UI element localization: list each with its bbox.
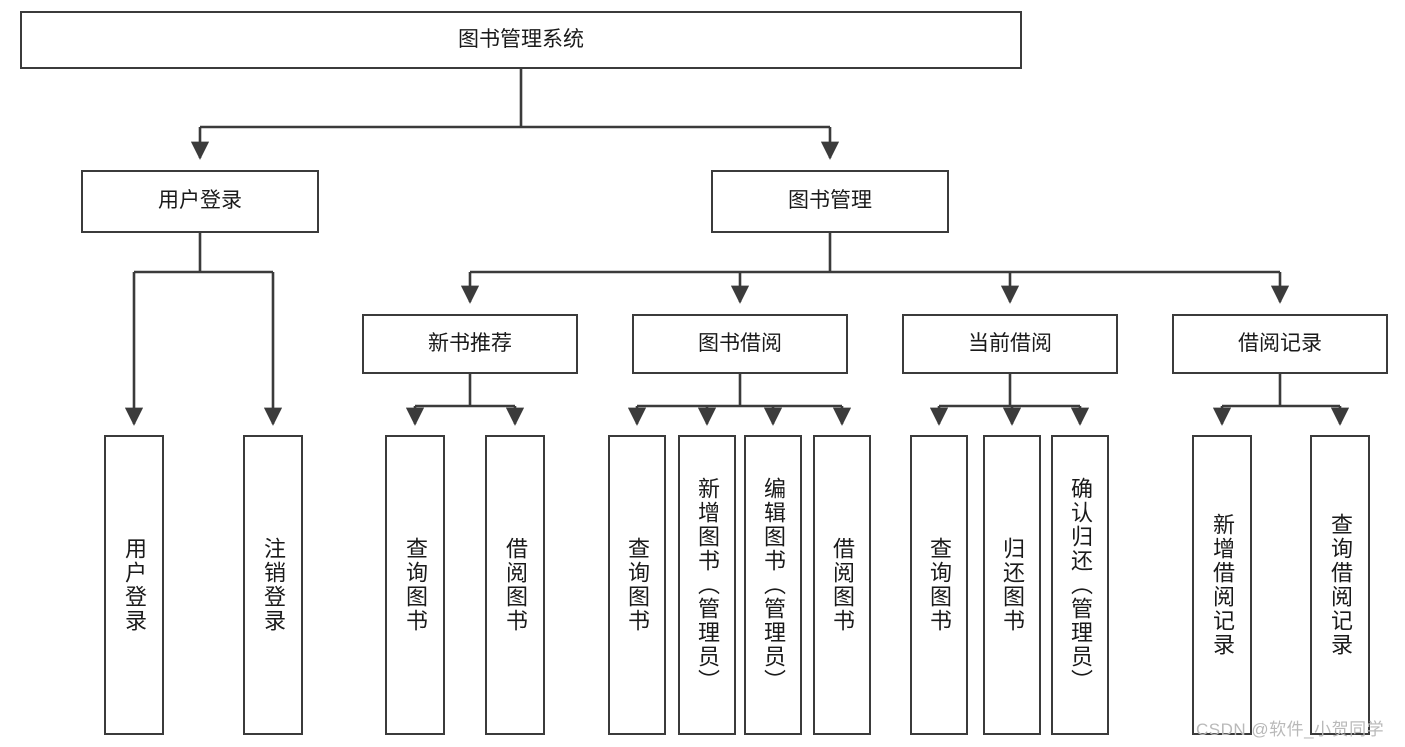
- node-book-manage[interactable]: 图书管理: [711, 170, 949, 233]
- node-label: 查询借阅记录: [1327, 513, 1353, 657]
- leaf-user-login[interactable]: 用户登录: [104, 435, 164, 735]
- node-label: 新书推荐: [428, 331, 512, 355]
- node-label: 借阅图书: [829, 537, 855, 633]
- node-label: 注销登录: [260, 537, 286, 633]
- leaf-add-borrow-record[interactable]: 新增借阅记录: [1192, 435, 1252, 735]
- node-label: 新增图书（管理员）: [694, 477, 720, 693]
- node-label: 用户登录: [158, 189, 242, 213]
- leaf-borrow-book-1[interactable]: 借阅图书: [485, 435, 545, 735]
- node-label: 新增借阅记录: [1209, 513, 1235, 657]
- node-book-borrow[interactable]: 图书借阅: [632, 314, 848, 374]
- leaf-query-book-3[interactable]: 查询图书: [910, 435, 968, 735]
- leaf-query-book-1[interactable]: 查询图书: [385, 435, 445, 735]
- leaf-query-book-2[interactable]: 查询图书: [608, 435, 666, 735]
- node-user-login[interactable]: 用户登录: [81, 170, 319, 233]
- node-label: 归还图书: [999, 537, 1025, 633]
- node-label: 当前借阅: [968, 331, 1052, 355]
- node-label: 编辑图书（管理员）: [760, 477, 786, 693]
- node-label: 图书借阅: [698, 331, 782, 355]
- leaf-edit-book-admin[interactable]: 编辑图书（管理员）: [744, 435, 802, 735]
- node-label: 借阅记录: [1238, 331, 1322, 355]
- leaf-logout-login[interactable]: 注销登录: [243, 435, 303, 735]
- leaf-confirm-return-admin[interactable]: 确认归还（管理员）: [1051, 435, 1109, 735]
- csdn-watermark: CSDN @软件_小贺同学: [1196, 720, 1385, 739]
- node-root[interactable]: 图书管理系统: [20, 11, 1022, 69]
- leaf-add-book-admin[interactable]: 新增图书（管理员）: [678, 435, 736, 735]
- node-label: 查询图书: [402, 537, 428, 633]
- node-label: 图书管理系统: [458, 27, 584, 51]
- node-label: 确认归还（管理员）: [1067, 477, 1093, 693]
- leaf-borrow-book-2[interactable]: 借阅图书: [813, 435, 871, 735]
- node-label: 用户登录: [121, 537, 147, 633]
- node-label: 查询图书: [624, 537, 650, 633]
- leaf-query-borrow-record[interactable]: 查询借阅记录: [1310, 435, 1370, 735]
- node-label: 图书管理: [788, 189, 872, 213]
- node-new-book-recommend[interactable]: 新书推荐: [362, 314, 578, 374]
- node-label: 查询图书: [926, 537, 952, 633]
- leaf-return-book[interactable]: 归还图书: [983, 435, 1041, 735]
- node-borrow-record[interactable]: 借阅记录: [1172, 314, 1388, 374]
- node-label: 借阅图书: [502, 537, 528, 633]
- node-current-borrow[interactable]: 当前借阅: [902, 314, 1118, 374]
